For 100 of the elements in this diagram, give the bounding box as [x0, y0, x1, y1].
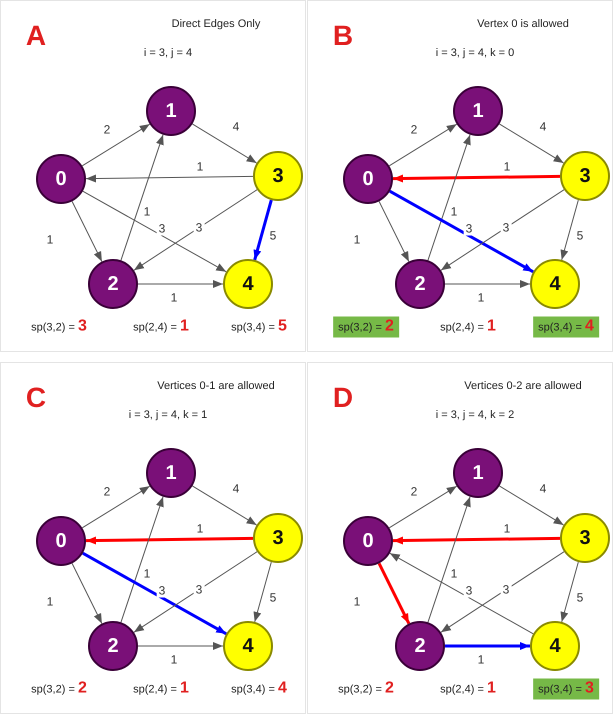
edge-label: 1: [448, 568, 460, 580]
edge-label: 3: [500, 222, 512, 234]
edge-label: 2: [102, 486, 112, 498]
arrow: [82, 190, 227, 272]
arrow: [560, 562, 579, 622]
edge-label: 1: [476, 654, 486, 666]
distance-text: sp(2,4) = 1: [133, 680, 189, 698]
arrow: [389, 190, 534, 274]
highlight-box: sp(3,2) = 2: [333, 316, 399, 338]
arrow: [427, 134, 471, 261]
edge-label: 1: [502, 522, 512, 536]
edge-label: 4: [230, 482, 242, 496]
vertex-circle: 0: [343, 516, 393, 566]
vertex-circle: 1: [146, 86, 196, 136]
panel-card: [0, 0, 306, 352]
arrow: [133, 551, 258, 633]
arrow: [378, 200, 410, 262]
highlight-box: sp(3,4) = 3: [533, 678, 599, 700]
distance-text: sp(3,2) = 3: [31, 318, 87, 336]
arrow: [86, 536, 254, 545]
arrow: [82, 124, 150, 166]
distance-text: sp(2,4) = 1: [133, 318, 189, 336]
arrow: [445, 642, 530, 650]
arrow: [388, 486, 458, 528]
vertex-circle: 4: [223, 621, 273, 671]
panel-card: [307, 362, 613, 714]
vertex-circle: 1: [453, 448, 503, 498]
edge-label: 1: [142, 568, 152, 580]
arrow: [444, 280, 530, 288]
arrow: [498, 123, 564, 164]
edge-label: 2: [102, 124, 112, 136]
arrow: [378, 562, 410, 624]
panel-letter: A: [26, 20, 46, 52]
parameter-text: i = 3, j = 4: [144, 47, 192, 59]
edge-label: 1: [142, 206, 152, 218]
edge-label: 1: [44, 596, 56, 608]
edge-label: 1: [194, 160, 206, 174]
panel-heading: Vertices 0-2 are allowed: [464, 380, 582, 392]
vertex-circle: 2: [395, 621, 445, 671]
vertex-circle: 4: [530, 259, 580, 309]
vertex-circle: 1: [453, 86, 503, 136]
vertex-circle: 0: [36, 516, 86, 566]
edge-label: 3: [464, 222, 474, 236]
arrow: [427, 496, 471, 623]
edge-label: 4: [230, 120, 242, 134]
arrow: [560, 200, 579, 260]
vertex-circle: 0: [343, 154, 393, 204]
edge-label: 1: [352, 596, 362, 608]
arrow: [498, 485, 564, 526]
vertex-circle: 4: [530, 621, 580, 671]
arrow: [253, 200, 273, 260]
arrow: [192, 123, 258, 164]
distance-text: sp(3,4) = 5: [231, 318, 287, 336]
arrow: [133, 189, 258, 271]
vertex-circle: 4: [223, 259, 273, 309]
arrow: [82, 486, 150, 528]
edge-label: 1: [194, 522, 206, 536]
vertex-circle: 1: [146, 448, 196, 498]
vertex-circle: 2: [395, 259, 445, 309]
vertex-circle: 2: [88, 259, 138, 309]
panel-card: [0, 362, 306, 714]
panel-letter: D: [332, 382, 354, 414]
arrow: [86, 174, 254, 183]
distance-text: sp(3,2) = 2: [31, 680, 87, 698]
edge-label: 3: [156, 584, 168, 598]
vertex-circle: 0: [36, 154, 86, 204]
arrow: [138, 280, 224, 288]
edge-label: 1: [476, 292, 486, 304]
parameter-text: i = 3, j = 4, k = 1: [128, 409, 208, 421]
edge-label: 3: [464, 584, 474, 598]
edge-label: 4: [538, 120, 548, 134]
arrow: [120, 134, 164, 261]
arrow: [440, 189, 565, 271]
highlight-box: sp(3,4) = 4: [533, 316, 599, 338]
arrow: [389, 552, 534, 634]
parameter-text: i = 3, j = 4, k = 2: [436, 409, 514, 421]
edge-label: 3: [156, 222, 168, 236]
vertex-circle: 3: [560, 513, 610, 563]
arrow: [392, 536, 560, 545]
arrow: [120, 496, 164, 623]
arrow: [254, 562, 272, 622]
edge-label: 2: [408, 124, 420, 136]
edge-label: 5: [574, 592, 586, 604]
vertex-circle: 3: [560, 151, 610, 201]
arrow: [72, 562, 102, 624]
edge-label: 4: [538, 482, 548, 496]
vertex-circle: 2: [88, 621, 138, 671]
arrow: [82, 552, 227, 636]
edge-label: 1: [448, 206, 460, 218]
panel-letter: B: [332, 20, 354, 52]
edge-label: 3: [194, 584, 204, 596]
distance-text: sp(3,2) = 2: [338, 680, 394, 698]
arrow: [192, 485, 258, 526]
edge-label: 1: [168, 292, 180, 304]
edge-label: 1: [168, 654, 180, 666]
arrow: [388, 124, 458, 166]
arrow: [72, 200, 102, 262]
panel-heading: Direct Edges Only: [172, 18, 260, 30]
edge-label: 1: [44, 234, 56, 246]
panel-letter: C: [26, 382, 46, 414]
